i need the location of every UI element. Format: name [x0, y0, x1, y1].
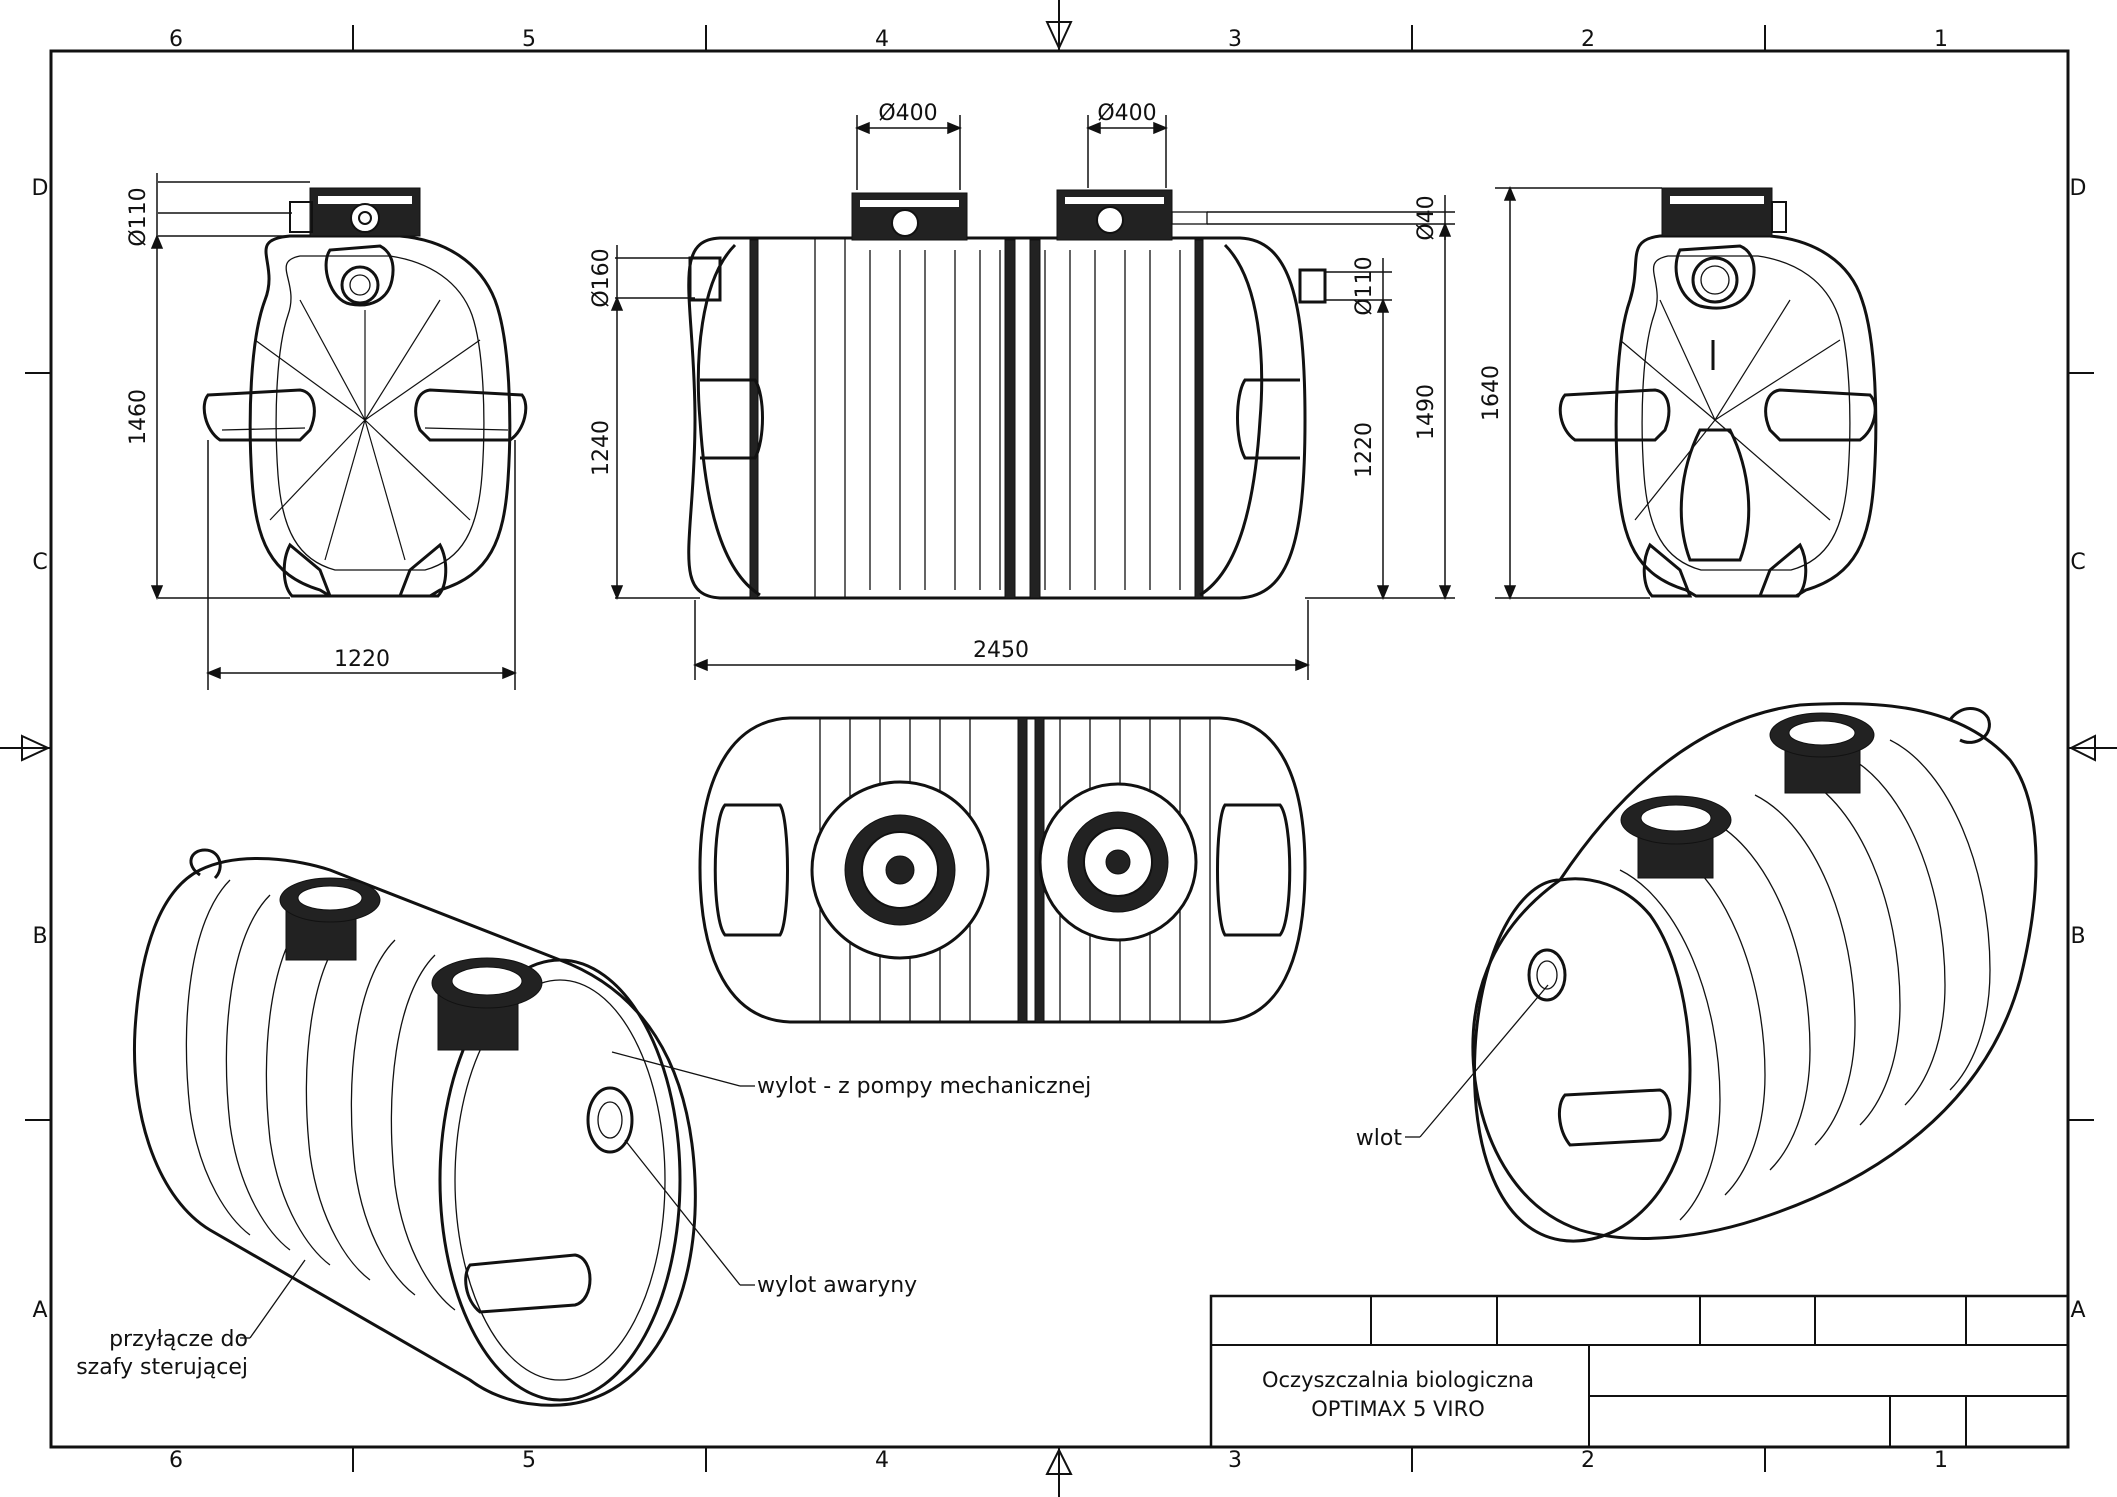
zone-col-bottom-5: 5 [522, 1448, 536, 1473]
dim-inlet-height: 1240 [589, 420, 614, 476]
dim-height-left: 1460 [126, 389, 151, 445]
dim-total-height-right: 1640 [1479, 365, 1504, 421]
dim-total-height-side: 1490 [1414, 384, 1439, 440]
dim-manhole-1: Ø400 [878, 101, 937, 126]
zone-col-top-5: 5 [522, 27, 536, 52]
dim-outlet-diameter-110: Ø110 [1352, 256, 1377, 315]
zone-col-top-1: 1 [1934, 27, 1948, 52]
callout-przylacze-line2: szafy sterującej [76, 1355, 248, 1380]
zone-col-top-2: 2 [1581, 27, 1595, 52]
dimensions-front-left [150, 173, 517, 690]
dim-width-left: 1220 [334, 647, 390, 672]
zone-row-left-A: A [32, 1298, 47, 1323]
title-line-1: Oczyszczalnia biologiczna [1262, 1368, 1534, 1392]
dim-length: 2450 [973, 638, 1029, 663]
zone-row-right-B: B [2070, 924, 2085, 949]
callout-wylot-awaryjny: wylot awaryny [757, 1273, 917, 1298]
zone-row-right-C: C [2070, 550, 2085, 575]
leader-line-right [1405, 984, 1549, 1138]
dim-outlet-height: 1220 [1352, 422, 1377, 478]
zone-col-top-3: 3 [1228, 27, 1242, 52]
zone-row-right-A: A [2070, 1298, 2085, 1323]
zone-col-bottom-3: 3 [1228, 1448, 1242, 1473]
dim-inlet-diameter: Ø160 [589, 248, 614, 307]
zone-col-bottom-1: 1 [1934, 1448, 1948, 1473]
centering-mark-left [0, 734, 51, 762]
zone-row-left-D: D [32, 176, 49, 201]
side-view [687, 189, 1327, 600]
isometric-view-right [1471, 702, 2038, 1243]
centering-mark-bottom [1045, 1447, 1073, 1497]
isometric-view-left [132, 848, 697, 1407]
leader-lines-left [240, 1051, 755, 1339]
centering-mark-top [1045, 0, 1073, 51]
zone-col-top-4: 4 [875, 27, 889, 52]
top-view [698, 716, 1307, 1024]
zone-col-bottom-2: 2 [1581, 1448, 1595, 1473]
front-view-inlet-side [202, 187, 528, 598]
zone-row-left-C: C [32, 550, 47, 575]
zone-col-bottom-4: 4 [875, 1448, 889, 1473]
dimensions-front-right [1495, 186, 1662, 600]
centering-mark-right [2068, 734, 2117, 762]
zone-col-bottom-6: 6 [169, 1448, 183, 1473]
zone-col-top-6: 6 [169, 27, 183, 52]
callout-wylot-pompy: wylot - z pompy mechanicznej [757, 1074, 1091, 1099]
dim-pipe-diameter-left: Ø110 [126, 187, 151, 246]
callout-przylacze-line1: przyłącze do [109, 1327, 248, 1352]
title-block: Oczyszczalnia biologiczna OPTIMAX 5 VIRO [1209, 1294, 2070, 1449]
dimensions-side [610, 115, 1455, 680]
front-view-outlet-side [1558, 187, 1878, 598]
dim-manhole-2: Ø400 [1097, 101, 1156, 126]
dim-outlet-diameter-40: Ø40 [1414, 195, 1439, 240]
zone-row-left-B: B [32, 924, 47, 949]
zone-row-right-D: D [2070, 176, 2087, 201]
callout-wlot: wlot [1356, 1126, 1403, 1151]
title-line-2: OPTIMAX 5 VIRO [1311, 1397, 1484, 1421]
zone-labels: 6 5 4 3 2 1 6 5 4 3 2 1 D C B A D C B A [32, 27, 2087, 1473]
